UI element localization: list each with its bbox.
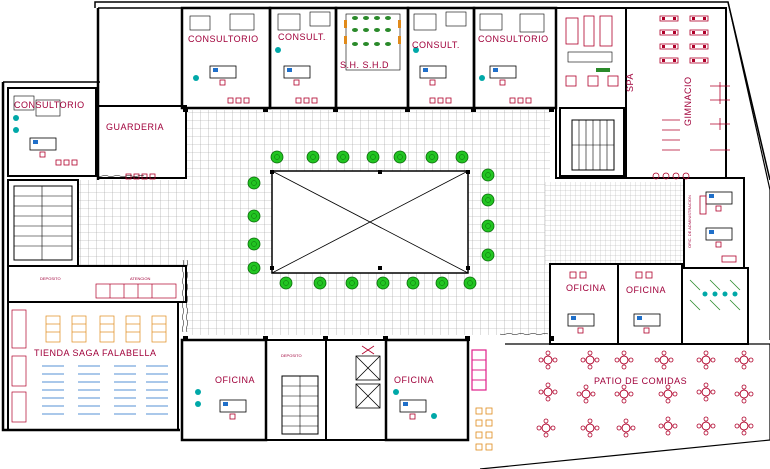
gym-equipment (565, 15, 730, 180)
workstations (569, 195, 741, 311)
label-oficina-bottom-2: OFICINA (394, 375, 435, 385)
store-shelving (11, 283, 177, 423)
label-deposito-mid: DEPOSITO (281, 353, 302, 358)
restroom-fixtures (344, 13, 401, 71)
label-oficina-right-1: OFICINA (566, 283, 607, 293)
label-oficina-bottom-1: OFICINA (215, 375, 256, 385)
label-deposito-left: DEPOSITO (40, 276, 61, 281)
room-fixtures (13, 11, 738, 419)
label-atencion: ATENCION (130, 276, 151, 281)
label-oficina-right-2: OFICINA (626, 285, 667, 295)
dining-table-icon (536, 350, 754, 438)
label-sshh: S.H. S.H.D (340, 60, 390, 70)
stair-icon (13, 119, 615, 435)
column-posts (183, 107, 554, 341)
label-consultorio-1: CONSULTORIO (188, 34, 259, 44)
label-tienda: TIENDA SAGA FALABELLA (34, 348, 157, 358)
label-consult-2: CONSULT. (278, 32, 326, 42)
label-guarderia: GUARDERIA (106, 122, 165, 132)
planter-strip (95, 175, 549, 335)
label-spa: SPA (625, 73, 635, 92)
label-gimnasio: GIMNACIO (683, 76, 693, 126)
label-patio: PATIO DE COMIDAS (594, 376, 688, 386)
service-strip (471, 349, 493, 451)
label-consultorio-left: CONSULTORIO (14, 100, 85, 110)
label-consultorio-4: CONSULTORIO (478, 34, 549, 44)
elevator-icon (355, 345, 381, 409)
label-oficina-vertical: OFIC. DE ADMINISTRACION (687, 195, 692, 248)
label-consult-3: CONSULT. (412, 40, 460, 50)
